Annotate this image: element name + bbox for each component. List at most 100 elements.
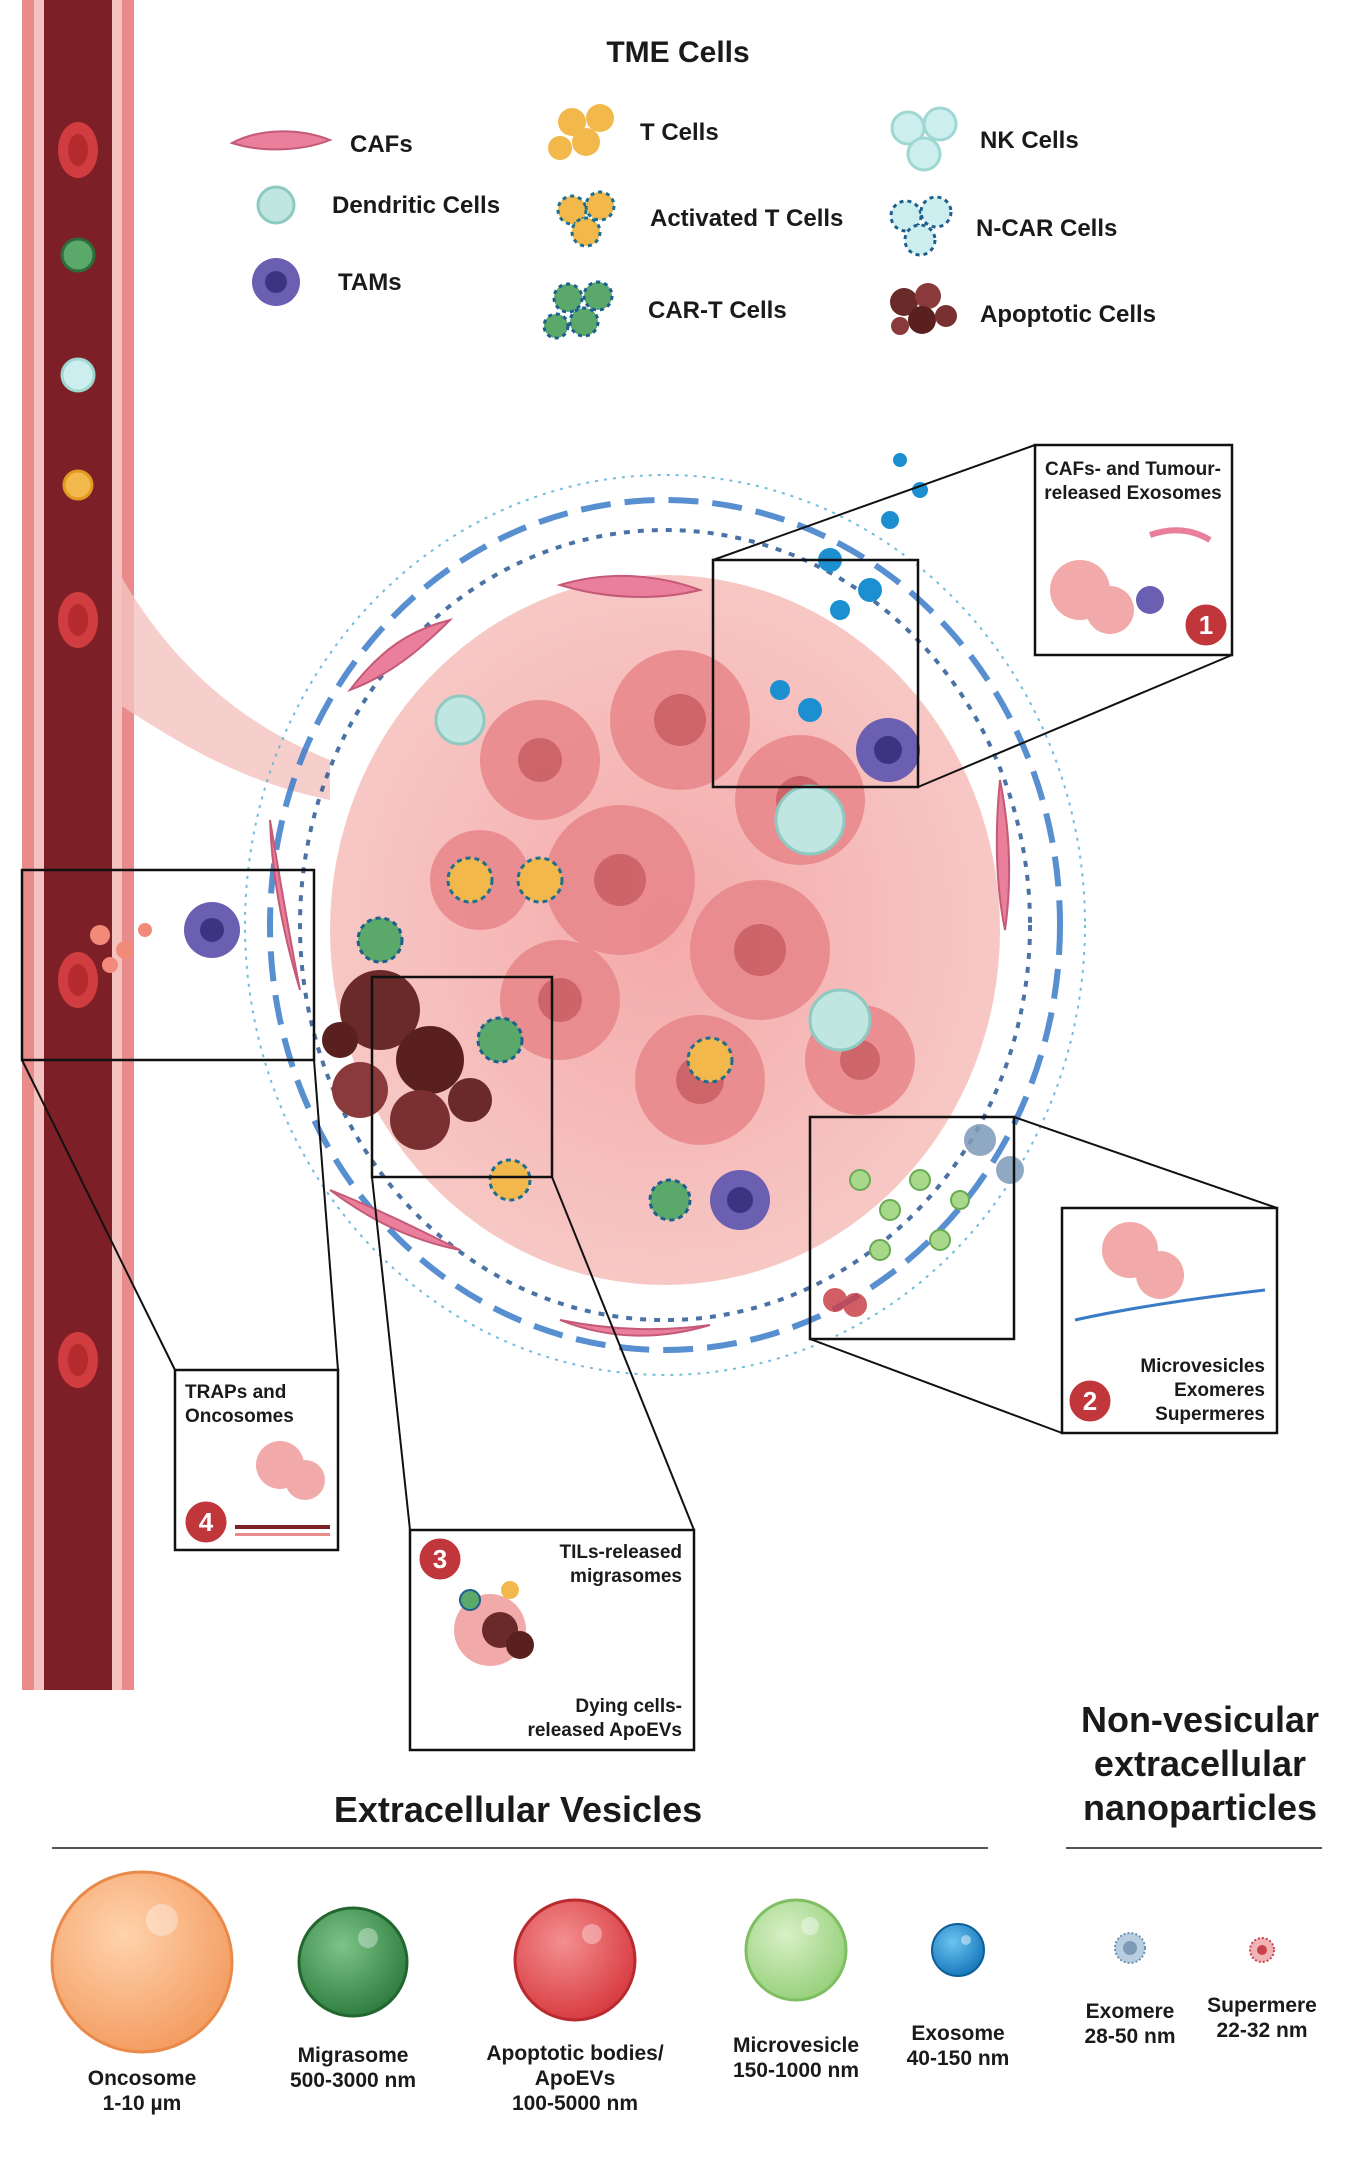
ev-name: ApoEVs	[535, 2067, 616, 2090]
tam-icon	[1136, 586, 1164, 614]
apoptotic-cell-icon	[322, 970, 492, 1150]
ev-name: Oncosome	[88, 2067, 197, 2090]
caf-icon	[229, 130, 333, 151]
legend-label: CAR-T Cells	[648, 297, 787, 324]
callout-line: Supermeres	[1155, 1404, 1265, 1425]
dendritic-cell-icon	[434, 694, 872, 1052]
legend-item-t-cells: T Cells	[548, 104, 719, 160]
ev-section-title: Extracellular Vesicles	[334, 1789, 702, 1830]
ev-section: Extracellular Vesicles Oncosome 1-10 µm …	[50, 1789, 1010, 2115]
callout-line: Dying cells-	[575, 1696, 682, 1717]
legend: TME Cells CAFs Dendritic Cells TAMs T Ce…	[229, 36, 1156, 340]
nvep-title: Non-vesicular	[1081, 1699, 1319, 1740]
n-car-cell-icon	[889, 195, 953, 257]
callout-1[interactable]: CAFs- and Tumour- released Exosomes 1	[1033, 443, 1234, 657]
microvesicle-icon	[744, 1898, 848, 2002]
callout-4[interactable]: TRAPs and Oncosomes 4	[173, 1368, 340, 1552]
legend-item-cafs: CAFs	[229, 130, 413, 158]
nvep-title: extracellular	[1094, 1743, 1306, 1784]
activated-t-cell-icon	[446, 856, 734, 1202]
t-cell-icon	[548, 104, 614, 160]
callout-badge: 4	[182, 1498, 230, 1546]
nvep-name: Exomere	[1086, 2000, 1175, 2023]
ev-item-apoptotic-bodies: Apoptotic bodies/ ApoEVs 100-5000 nm	[486, 1898, 664, 2115]
legend-item-car-t-cells: CAR-T Cells	[542, 280, 787, 340]
tumour-microenvironment	[90, 453, 1086, 1376]
callout-line: Microvesicles	[1140, 1356, 1265, 1377]
ev-size: 150-1000 nm	[733, 2059, 859, 2082]
nvep-size: 22-32 nm	[1216, 2019, 1307, 2042]
nvep-section: Non-vesicular extracellular nanoparticle…	[1066, 1699, 1322, 2048]
exosome-icon	[770, 453, 928, 722]
svg-text:3: 3	[433, 1544, 447, 1574]
apoptotic-cell-icon	[454, 1594, 534, 1666]
exosome-icon	[931, 1923, 985, 1977]
callout-badge: 1	[1182, 601, 1230, 649]
legend-item-n-car-cells: N-CAR Cells	[889, 195, 1117, 257]
zoom-frame-3	[370, 975, 554, 1179]
callout-badge: 2	[1066, 1377, 1114, 1425]
ev-name: Apoptotic bodies/	[486, 2042, 663, 2065]
svg-text:4: 4	[199, 1507, 214, 1537]
legend-label: Apoptotic Cells	[980, 301, 1156, 328]
caf-icon	[269, 574, 1011, 1337]
car-t-cell-in-vessel-icon	[60, 237, 96, 273]
tam-icon	[184, 718, 920, 1230]
legend-item-tams: TAMs	[252, 258, 402, 306]
ev-name: Microvesicle	[733, 2034, 859, 2057]
legend-item-activated-t-cells: Activated T Cells	[556, 190, 843, 248]
t-cell-icon	[501, 1581, 519, 1599]
apoptotic-cell-icon	[890, 283, 957, 335]
nk-cell-in-vessel-icon	[60, 357, 96, 393]
callout-3[interactable]: TILs-released migrasomes Dying cells- re…	[408, 1528, 696, 1752]
tumour-cell-icon	[256, 1441, 325, 1500]
apoptotic-body-icon	[513, 1898, 637, 2022]
exomere-icon	[1114, 1932, 1146, 1964]
car-t-cell-icon	[459, 1589, 481, 1611]
ev-item-oncosome: Oncosome 1-10 µm	[50, 1870, 234, 2115]
tumour-cell-icon	[1050, 560, 1134, 634]
nk-cell-icon	[890, 106, 958, 172]
svg-text:2: 2	[1083, 1386, 1097, 1416]
microvesicle-icon	[849, 1169, 970, 1261]
callout-line: TRAPs and	[185, 1382, 286, 1403]
legend-label: Activated T Cells	[650, 205, 843, 232]
nvep-item-supermere: Supermere 22-32 nm	[1207, 1937, 1317, 2042]
callout-line: TILs-released	[560, 1542, 683, 1563]
activated-t-cell-icon	[556, 190, 616, 248]
tumour-cell-icon	[1102, 1222, 1184, 1299]
zoom-frame-2	[808, 1115, 1016, 1341]
callout-2[interactable]: Microvesicles Exomeres Supermeres 2	[1060, 1206, 1279, 1435]
ev-size: 40-150 nm	[907, 2047, 1010, 2070]
nvep-name: Supermere	[1207, 1994, 1317, 2017]
ev-item-exosome: Exosome 40-150 nm	[907, 1923, 1010, 2070]
ev-item-microvesicle: Microvesicle 150-1000 nm	[733, 1898, 859, 2082]
dendritic-cell-icon	[256, 185, 296, 225]
oncosome-icon	[50, 1870, 234, 2054]
car-t-cell-icon	[542, 280, 614, 340]
zoom-frame-4	[20, 868, 316, 1062]
legend-item-dendritic-cells: Dendritic Cells	[256, 185, 500, 225]
t-cell-in-vessel-icon	[62, 469, 94, 501]
legend-label: NK Cells	[980, 127, 1079, 154]
callout-badge: 3	[416, 1535, 464, 1583]
exomere-icon	[964, 1124, 1024, 1184]
nvep-item-exomere: Exomere 28-50 nm	[1084, 1932, 1176, 2048]
ev-name: Migrasome	[298, 2044, 409, 2067]
supermere-icon	[823, 1288, 867, 1317]
ev-size: 500-3000 nm	[290, 2069, 416, 2092]
legend-label: Dendritic Cells	[332, 192, 500, 219]
legend-title: TME Cells	[606, 36, 749, 69]
zoom-frame-1	[711, 558, 920, 789]
blood-vessel	[22, 0, 330, 1690]
ev-name: Exosome	[911, 2022, 1004, 2045]
callout-line: migrasomes	[570, 1566, 682, 1587]
ev-item-migrasome: Migrasome 500-3000 nm	[290, 1906, 416, 2092]
nvep-size: 28-50 nm	[1084, 2025, 1175, 2048]
supermere-icon	[1249, 1937, 1275, 1963]
oncosome-icon	[90, 923, 152, 973]
legend-item-nk-cells: NK Cells	[890, 106, 1079, 172]
svg-text:1: 1	[1199, 610, 1213, 640]
callout-line: Oncosomes	[185, 1406, 294, 1427]
